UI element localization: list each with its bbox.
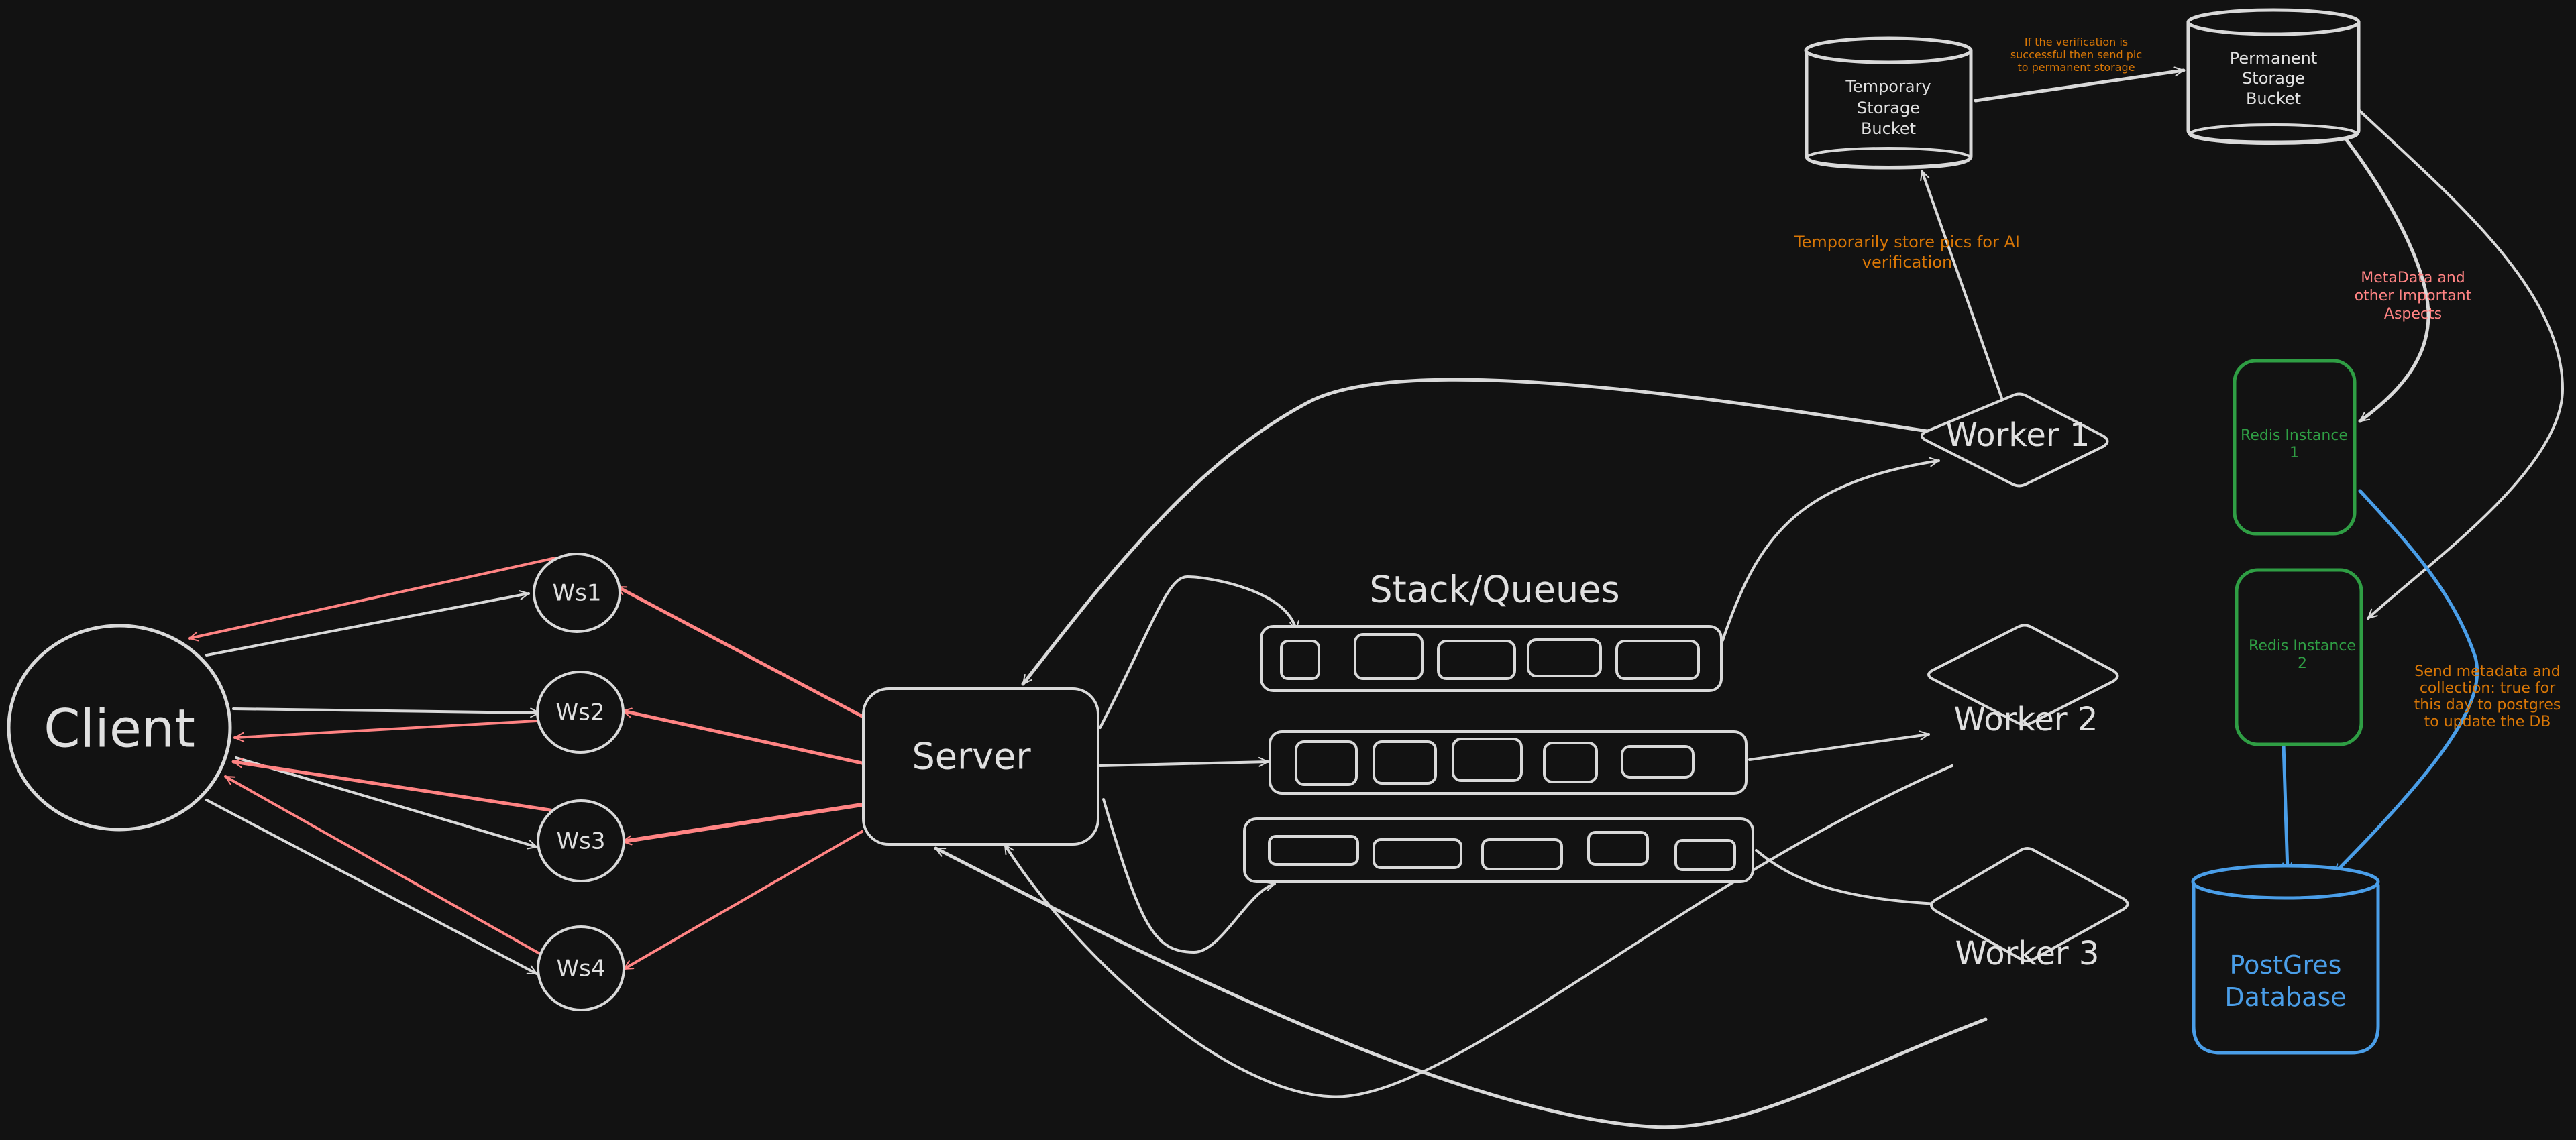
arrow-ws3-to-client <box>231 762 552 812</box>
arrow-temp-to-permanent-storage <box>1974 70 2186 103</box>
svg-text:successful then send pic: successful then send pic <box>2010 48 2142 61</box>
svg-text:other Important: other Important <box>2355 288 2472 304</box>
worker3-node[interactable]: Worker 3 <box>1930 847 2129 972</box>
queue-slot <box>1615 640 1700 680</box>
server-node[interactable]: Server <box>862 687 1099 846</box>
worker1-node[interactable]: Worker 1 <box>1921 392 2109 488</box>
ws2-node[interactable]: Ws2 <box>536 671 625 754</box>
svg-text:Temporarily store pics for AI: Temporarily store pics for AI <box>1794 233 2020 251</box>
queue-slot <box>1280 640 1320 680</box>
permanent-storage-bucket[interactable]: Permanent Storage Bucket <box>2186 8 2361 145</box>
svg-text:Send metadata and: Send metadata and <box>2414 663 2560 680</box>
queue-slot <box>1452 738 1523 782</box>
svg-text:verification: verification <box>1862 253 1953 272</box>
ws3-node[interactable]: Ws3 <box>537 799 625 882</box>
arrow-queue1-to-worker1 <box>1721 461 1939 642</box>
arrow-ws1-to-client <box>189 557 557 638</box>
arrow-server-to-queue3 <box>1102 798 1275 954</box>
queue-slot <box>1481 838 1563 870</box>
perm-storage-line3: Bucket <box>2246 89 2301 108</box>
queue-slot <box>1587 831 1649 866</box>
ws4-label: Ws4 <box>557 956 606 982</box>
arrow-ws2-to-client <box>235 720 538 738</box>
arrow-queue3-to-worker3 <box>1755 849 1970 905</box>
postgres-line1: PostGres <box>2230 950 2342 980</box>
arrow-worker2-to-server <box>1004 764 1953 1098</box>
svg-text:this day to postgres: this day to postgres <box>2414 697 2561 714</box>
queue-slot <box>1295 740 1358 786</box>
queue-slot <box>1373 838 1462 869</box>
queue-slot <box>1437 640 1516 680</box>
redis2-line1: Redis Instance <box>2249 638 2356 654</box>
arrow-redis1-to-postgres <box>2332 489 2479 875</box>
arrow-server-to-queue2 <box>1099 762 1269 767</box>
perm-storage-line2: Storage <box>2242 69 2305 88</box>
redis2-line2: 2 <box>2298 655 2307 672</box>
client-label: Client <box>44 699 195 759</box>
svg-text:MetaData and: MetaData and <box>2361 270 2465 286</box>
arrow-server-to-ws1 <box>615 585 864 718</box>
arrow-client-to-ws1 <box>205 593 529 657</box>
arrow-server-to-queue1 <box>1099 575 1296 729</box>
svg-text:If the verification is: If the verification is <box>2025 36 2128 48</box>
arrow-permanent-to-redis2 <box>2355 106 2564 620</box>
queue-row-3[interactable] <box>1243 817 1754 883</box>
redis-instance-1[interactable]: Redis Instance 1 <box>2233 359 2357 536</box>
arrow-worker1-to-temp-storage <box>1922 171 2006 407</box>
queue-slot <box>1527 638 1602 677</box>
ws4-node[interactable]: Ws4 <box>537 925 625 1011</box>
arrow-queue2-to-worker2 <box>1748 734 1929 761</box>
arrow-server-to-ws2 <box>621 711 864 765</box>
note-metadata: MetaData and other Important Aspects <box>2355 270 2472 323</box>
arrow-permanent-to-redis1 <box>2343 135 2430 423</box>
ws2-label: Ws2 <box>556 699 605 726</box>
arrow-redis2-to-postgres <box>2282 742 2288 874</box>
ws3-label: Ws3 <box>557 828 606 855</box>
svg-text:Aspects: Aspects <box>2384 306 2442 323</box>
temp-storage-line2: Storage <box>1857 99 1920 117</box>
postgres-database[interactable]: PostGres Database <box>2191 864 2380 1055</box>
svg-text:collection: true for: collection: true for <box>2420 680 2556 697</box>
temporary-storage-bucket[interactable]: Temporary Storage Bucket <box>1804 36 1973 170</box>
arrow-client-to-ws3 <box>235 756 537 847</box>
worker1-label: Worker 1 <box>1946 416 2090 454</box>
temp-storage-line1: Temporary <box>1845 77 1931 96</box>
arrow-server-to-ws4 <box>623 830 863 970</box>
queue-slot <box>1674 839 1736 871</box>
note-temporary-store: Temporarily store pics for AI verificati… <box>1794 233 2020 272</box>
arrow-worker3-to-server <box>934 846 1988 1129</box>
worker2-node[interactable]: Worker 2 <box>1927 624 2119 739</box>
arrow-client-to-ws4 <box>205 799 538 975</box>
queue-slot <box>1373 740 1437 785</box>
note-verification-success: If the verification is successful then s… <box>2010 36 2142 74</box>
connectors <box>189 70 2564 1129</box>
redis1-line2: 1 <box>2290 445 2299 461</box>
worker2-label: Worker 2 <box>1954 701 2098 738</box>
svg-text:to permanent storage: to permanent storage <box>2017 61 2135 74</box>
arrow-ws4-to-client <box>224 775 548 959</box>
arrow-worker1-to-server <box>1021 378 1968 686</box>
client-node[interactable]: Client <box>7 624 232 832</box>
temp-storage-line3: Bucket <box>1861 119 1916 138</box>
queue-row-2[interactable] <box>1269 730 1748 795</box>
queue-slot <box>1354 633 1424 680</box>
worker3-label: Worker 3 <box>1955 935 2100 972</box>
server-label: Server <box>912 736 1031 778</box>
ws1-node[interactable]: Ws1 <box>533 553 621 633</box>
arrow-client-to-ws2 <box>232 707 541 713</box>
queue-slot <box>1621 745 1695 779</box>
queue-slot <box>1543 742 1598 783</box>
postgres-line2: Database <box>2224 982 2346 1012</box>
note-send-metadata: Send metadata and collection: true for t… <box>2414 663 2561 730</box>
redis1-line1: Redis Instance <box>2241 427 2348 444</box>
queues-title: Stack/Queues <box>1369 569 1619 611</box>
queue-row-1[interactable] <box>1260 625 1723 692</box>
ws1-label: Ws1 <box>553 580 602 607</box>
svg-text:to update the DB: to update the DB <box>2424 714 2551 730</box>
perm-storage-line1: Permanent <box>2230 49 2318 68</box>
arrow-server-to-ws3 <box>621 803 864 842</box>
queue-slot <box>1268 835 1359 866</box>
redis-instance-2[interactable]: Redis Instance 2 <box>2235 568 2363 746</box>
